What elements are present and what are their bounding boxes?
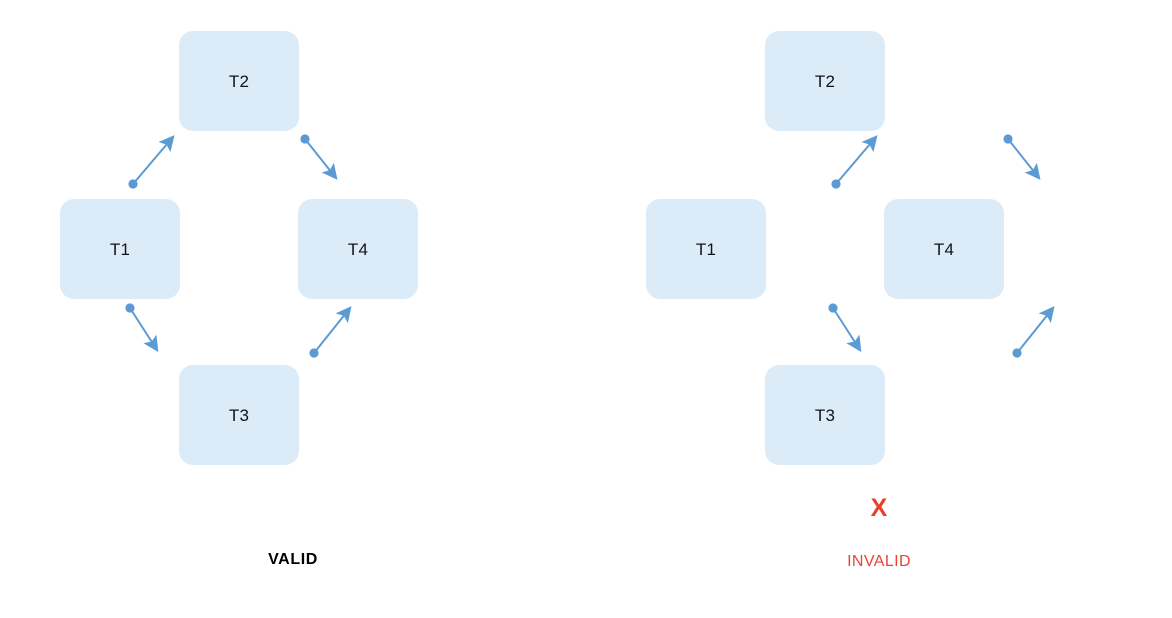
node-t2[interactable]: T2 [765, 31, 885, 131]
valid-caption: VALID [268, 551, 318, 568]
node-t2-label: T2 [814, 71, 836, 91]
invalid-diagram: T2 T1 T4 T3 X INVALID [586, 0, 1172, 618]
node-t4-label: T4 [347, 239, 369, 259]
edge-t1-to-t2 [128, 135, 175, 189]
edge-t3-to-t4 [1012, 306, 1055, 358]
node-t1-label: T1 [109, 239, 131, 259]
node-t4-label: T4 [933, 239, 955, 259]
edge-t1-to-t3 [828, 303, 862, 353]
node-t2-label: T2 [228, 71, 250, 91]
edge-t2-to-t4 [1003, 134, 1041, 180]
node-t2[interactable]: T2 [179, 31, 299, 131]
edge-t1-to-t3 [125, 303, 159, 353]
edge-t3-to-t4 [309, 306, 352, 358]
node-t1[interactable]: T1 [646, 199, 766, 299]
invalid-caption: INVALID [847, 553, 911, 570]
cross-icon: X [870, 494, 888, 522]
node-t1[interactable]: T1 [60, 199, 180, 299]
node-t3-label: T3 [228, 405, 250, 425]
node-t3[interactable]: T3 [765, 365, 885, 465]
valid-diagram: T2 T1 T4 T3 VALID [60, 31, 418, 568]
edge-t1-to-t2 [831, 135, 878, 189]
node-t3[interactable]: T3 [179, 365, 299, 465]
node-t1-label: T1 [695, 239, 717, 259]
edge-t2-to-t4 [300, 134, 338, 180]
node-t3-label: T3 [814, 405, 836, 425]
node-t4[interactable]: T4 [884, 199, 1004, 299]
node-t4[interactable]: T4 [298, 199, 418, 299]
